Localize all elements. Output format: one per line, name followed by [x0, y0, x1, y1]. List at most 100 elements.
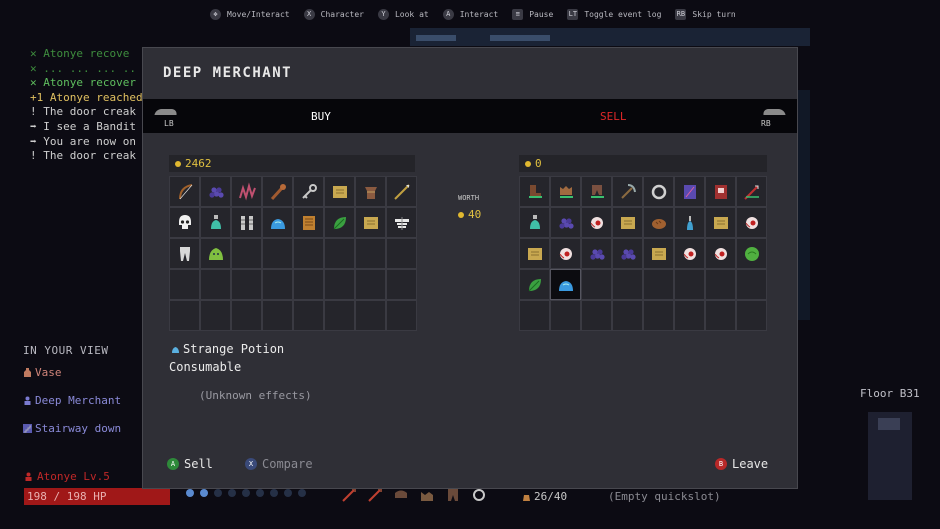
empty-item-slot[interactable]: [643, 269, 674, 300]
in-view-item-stairway[interactable]: Stairway down: [23, 422, 121, 435]
tab-buy[interactable]: BUY: [311, 110, 331, 123]
item-slot-eye[interactable]: [581, 207, 612, 238]
item-slot-pickaxe[interactable]: [612, 176, 643, 207]
item-slot-scroll[interactable]: [355, 207, 386, 238]
item-slot-grapes[interactable]: [550, 207, 581, 238]
empty-item-slot[interactable]: [581, 269, 612, 300]
bag-icon: [523, 495, 530, 501]
item-slot-claw[interactable]: [231, 176, 262, 207]
lb-bumper-icon[interactable]: LB: [155, 109, 179, 128]
item-slot-eye[interactable]: [736, 207, 767, 238]
empty-item-slot[interactable]: [324, 238, 355, 269]
item-slot-key[interactable]: [293, 176, 324, 207]
item-slot-ring[interactable]: [643, 176, 674, 207]
empty-item-slot[interactable]: [736, 300, 767, 331]
item-slot-scroll[interactable]: [612, 207, 643, 238]
empty-item-slot[interactable]: [324, 300, 355, 331]
item-slot-potion-flask[interactable]: [674, 207, 705, 238]
item-slot-scroll[interactable]: [705, 207, 736, 238]
empty-item-slot[interactable]: [231, 238, 262, 269]
empty-item-slot[interactable]: [293, 300, 324, 331]
empty-item-slot[interactable]: [581, 300, 612, 331]
empty-item-slot[interactable]: [169, 300, 200, 331]
empty-item-slot[interactable]: [386, 238, 417, 269]
item-slot-scroll[interactable]: [643, 238, 674, 269]
item-slot-boots[interactable]: [519, 176, 550, 207]
item-slot-grapes[interactable]: [200, 176, 231, 207]
empty-item-slot[interactable]: [231, 300, 262, 331]
arrow-icon[interactable]: [340, 486, 358, 504]
item-slot-pants[interactable]: [581, 176, 612, 207]
item-slot-arrow[interactable]: [736, 176, 767, 207]
empty-item-slot[interactable]: [705, 269, 736, 300]
in-view-item-vase[interactable]: Vase: [23, 366, 121, 379]
empty-item-slot[interactable]: [550, 300, 581, 331]
item-slot-legs[interactable]: [169, 238, 200, 269]
empty-item-slot[interactable]: [355, 238, 386, 269]
empty-item-slot[interactable]: [262, 300, 293, 331]
empty-item-slot[interactable]: [293, 269, 324, 300]
leave-button[interactable]: B Leave: [715, 457, 768, 471]
item-slot-tome[interactable]: [674, 176, 705, 207]
empty-item-slot[interactable]: [674, 300, 705, 331]
empty-item-slot[interactable]: [643, 300, 674, 331]
item-slot-grapes[interactable]: [581, 238, 612, 269]
item-slot-eye[interactable]: [705, 238, 736, 269]
item-slot-leaf[interactable]: [519, 269, 550, 300]
empty-item-slot[interactable]: [200, 269, 231, 300]
item-slot-bow[interactable]: [169, 176, 200, 207]
item-type: Consumable: [169, 360, 242, 374]
arrow-icon[interactable]: [366, 486, 384, 504]
quickslot[interactable]: (Empty quickslot): [608, 490, 721, 503]
gloves-icon[interactable]: [418, 486, 436, 504]
item-slot-grapes[interactable]: [612, 238, 643, 269]
item-slot-scroll[interactable]: [519, 238, 550, 269]
item-slot-armor[interactable]: [386, 207, 417, 238]
item-slot-scroll[interactable]: [324, 176, 355, 207]
item-slot-book[interactable]: [705, 176, 736, 207]
empty-item-slot[interactable]: [612, 269, 643, 300]
empty-item-slot[interactable]: [519, 300, 550, 331]
item-slot-eye[interactable]: [674, 238, 705, 269]
empty-item-slot[interactable]: [231, 269, 262, 300]
item-slot-eye[interactable]: [550, 238, 581, 269]
item-slot-leaf[interactable]: [324, 207, 355, 238]
item-slot-tunic[interactable]: [355, 176, 386, 207]
empty-item-slot[interactable]: [200, 300, 231, 331]
pants-icon[interactable]: [444, 486, 462, 504]
item-slot-chest[interactable]: [293, 207, 324, 238]
item-slot-lettuce[interactable]: [736, 238, 767, 269]
tab-sell[interactable]: SELL: [600, 110, 627, 123]
empty-item-slot[interactable]: [293, 238, 324, 269]
empty-item-slot[interactable]: [262, 238, 293, 269]
item-slot-club[interactable]: [262, 176, 293, 207]
empty-item-slot[interactable]: [324, 269, 355, 300]
rb-bumper-icon[interactable]: RB: [761, 109, 785, 128]
sell-button[interactable]: A Sell: [167, 457, 213, 471]
helmet-icon[interactable]: [392, 486, 410, 504]
ring-icon[interactable]: [470, 486, 488, 504]
empty-item-slot[interactable]: [262, 269, 293, 300]
item-slot-spear[interactable]: [386, 176, 417, 207]
empty-item-slot[interactable]: [386, 300, 417, 331]
carry-weight: 26/40: [522, 490, 567, 503]
item-slot-leggings[interactable]: [231, 207, 262, 238]
item-slot-potion-teal[interactable]: [200, 207, 231, 238]
empty-item-slot[interactable]: [736, 269, 767, 300]
empty-item-slot[interactable]: [674, 269, 705, 300]
empty-item-slot[interactable]: [705, 300, 736, 331]
empty-item-slot[interactable]: [386, 269, 417, 300]
item-slot-skull[interactable]: [169, 207, 200, 238]
empty-item-slot[interactable]: [355, 269, 386, 300]
item-slot-glove[interactable]: [550, 176, 581, 207]
item-slot-slime[interactable]: [200, 238, 231, 269]
item-slot-bread[interactable]: [643, 207, 674, 238]
item-slot-potion-blue[interactable]: [262, 207, 293, 238]
empty-item-slot[interactable]: [612, 300, 643, 331]
item-slot-potion-teal[interactable]: [519, 207, 550, 238]
empty-item-slot[interactable]: [355, 300, 386, 331]
in-view-item-merchant[interactable]: Deep Merchant: [23, 394, 121, 407]
compare-button[interactable]: X Compare: [245, 457, 313, 471]
empty-item-slot[interactable]: [169, 269, 200, 300]
item-slot-potion-blue[interactable]: [550, 269, 581, 300]
